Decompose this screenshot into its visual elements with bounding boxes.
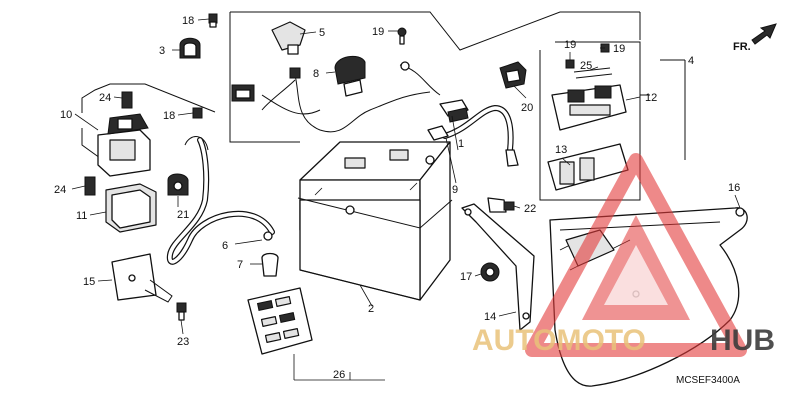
callout-25: 25: [580, 60, 592, 72]
callout-5: 5: [319, 27, 325, 39]
harness-group-outline: [229, 11, 686, 160]
harness-connector: [231, 67, 301, 102]
bracket-15: [111, 253, 173, 303]
callout-14: 14: [484, 311, 496, 323]
screw-19: [397, 27, 410, 71]
watermark-triangle-icon: [525, 153, 747, 357]
callout-3: 3: [159, 45, 165, 57]
callout-9: 9: [452, 184, 458, 196]
clamp-3: [179, 37, 201, 59]
watermark-text-automoto: AUTOMOTO: [472, 324, 646, 357]
callout-2: 2: [368, 303, 374, 315]
callout-13: 13: [555, 144, 567, 156]
relay-10: [97, 113, 151, 177]
callout-24-low: 24: [54, 184, 66, 196]
grommet-17: [480, 262, 500, 282]
callout-26: 26: [333, 369, 345, 381]
bolt-18-top: [208, 13, 218, 28]
fuse-box-group-outline: [539, 41, 650, 201]
callout-23: 23: [177, 336, 189, 348]
callout-15: 15: [83, 276, 95, 288]
caution-label: [247, 287, 313, 355]
callout-18-mid: 18: [163, 110, 175, 122]
watermark-text-hub: HUB: [710, 324, 775, 357]
positive-battery-cable: [442, 105, 514, 153]
callout-11: 11: [76, 210, 87, 222]
leader-lines: [71, 18, 741, 381]
callout-6: 6: [222, 240, 228, 252]
fuse-cover-13: [547, 143, 629, 191]
callout-8: 8: [313, 68, 319, 80]
holder-11: [105, 183, 157, 233]
callout-19-b: 19: [564, 39, 576, 51]
callout-numbers: 1 2 3 4 5 6 7 8 9 10 11 12 13 14 15 16 1…: [54, 15, 740, 381]
callout-12: 12: [645, 92, 657, 104]
relay-group-outline: [81, 83, 216, 159]
callout-19-c: 19: [613, 43, 625, 55]
callout-7: 7: [237, 259, 243, 271]
callout-24-top: 24: [99, 92, 111, 104]
terminal-6-7: [261, 231, 279, 277]
callout-19-a: 19: [372, 26, 384, 38]
bolt-23: [176, 302, 187, 321]
callout-17: 17: [460, 271, 472, 283]
watermark: AUTOMOTO HUB: [472, 153, 775, 357]
fuse-box-12: [551, 84, 627, 131]
callout-4: 4: [688, 55, 694, 67]
cap-24-low: [84, 176, 96, 196]
callout-22: 22: [524, 203, 536, 215]
terminal-9: [427, 125, 519, 167]
cap-24-top: [121, 91, 133, 109]
callout-20: 20: [521, 102, 533, 114]
diagram-code: MCSEF3400A: [676, 375, 740, 386]
front-label: FR.: [733, 41, 751, 53]
negative-battery-cable: [166, 137, 275, 265]
callout-16: 16: [728, 182, 740, 194]
callout-18-top: 18: [182, 15, 194, 27]
bolt-22: [487, 197, 515, 213]
callout-21: 21: [177, 209, 189, 221]
clip-1: [439, 99, 469, 123]
callout-10: 10: [60, 109, 72, 121]
terminal-cover-5: [271, 21, 306, 55]
battery: [297, 141, 453, 301]
front-direction-arrow: FR.: [733, 23, 777, 53]
callout-1: 1: [458, 138, 464, 150]
terminal-cover-8: [334, 55, 366, 97]
stay-bracket-14: [461, 203, 535, 331]
clip-20: [499, 61, 527, 89]
clip-21: [167, 173, 189, 196]
